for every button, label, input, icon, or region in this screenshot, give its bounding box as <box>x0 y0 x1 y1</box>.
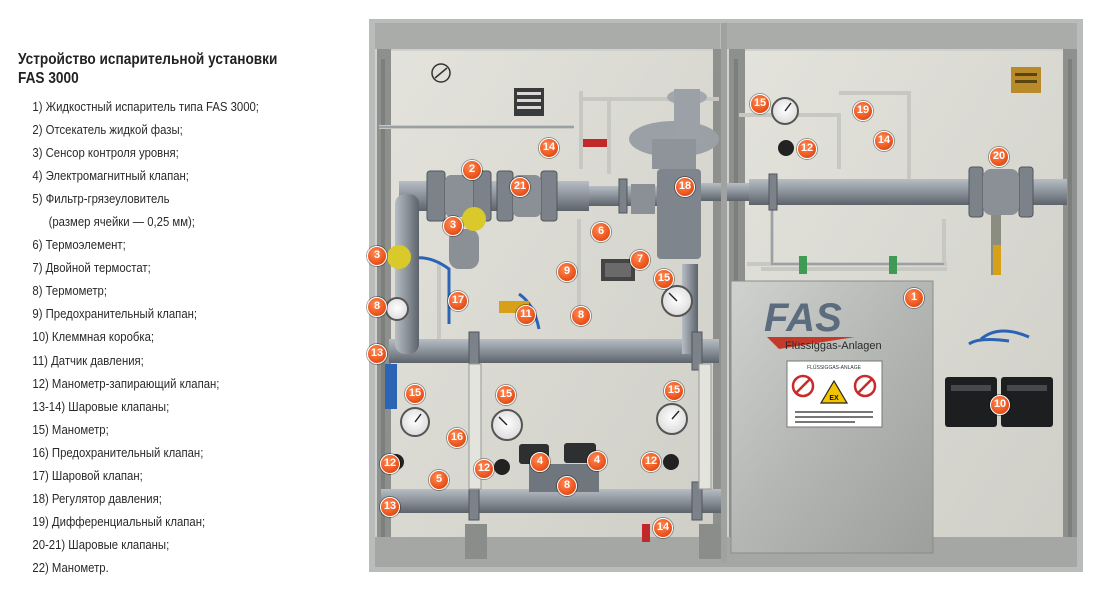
legend-item: 15) Манометр; <box>32 422 109 437</box>
callout-marker: 11 <box>516 305 536 325</box>
pipe-lower <box>381 489 721 513</box>
callout-marker: 4 <box>587 451 607 471</box>
callout-marker: 2 <box>462 160 482 180</box>
legend-item: 8) Термометр; <box>32 284 107 299</box>
terminal-box <box>945 377 997 427</box>
callout-marker: 13 <box>380 497 400 517</box>
callout-marker: 14 <box>874 131 894 151</box>
cabinet-drawing: FAS Flüssiggas-Anlagen FLÜSSIGGAS-ANLAGE… <box>369 19 1083 572</box>
legend-item: 20-21) Шаровые клапаны; <box>32 537 170 552</box>
callout-marker: 20 <box>989 147 1009 167</box>
callout-marker: 12 <box>380 454 400 474</box>
callout-marker: 1 <box>904 288 924 308</box>
callout-marker: 10 <box>990 395 1010 415</box>
callout-marker: 15 <box>664 381 684 401</box>
vaporizer-cabinet-photo: FAS Flüssiggas-Anlagen FLÜSSIGGAS-ANLAGE… <box>367 19 1083 572</box>
legend-title-line-1: Устройство испарительной установки <box>18 51 278 68</box>
callout-marker: 14 <box>653 518 673 538</box>
callout-marker: 8 <box>557 476 577 496</box>
fas-logo: FAS <box>764 296 842 340</box>
callout-marker: 12 <box>797 139 817 159</box>
callout-marker: 13 <box>367 344 387 364</box>
callout-marker: 15 <box>405 384 425 404</box>
legend-item: 17) Шаровой клапан; <box>32 468 143 483</box>
callout-marker: 7 <box>630 250 650 270</box>
callout-marker: 3 <box>367 246 387 266</box>
callout-marker: 15 <box>496 385 516 405</box>
legend-item: 5) Фильтр-грязеуловитель <box>32 192 170 207</box>
legend-item: (размер ячейки — 0,25 мм); <box>48 215 195 230</box>
legend: Устройство испарительной установки FAS 3… <box>18 50 358 580</box>
callout-marker: 4 <box>530 452 550 472</box>
legend-list: 1) Жидкостный испаритель типа FAS 3000; … <box>18 96 358 580</box>
pipe-middle <box>389 339 719 363</box>
legend-item: 6) Термоэлемент; <box>32 238 126 253</box>
callout-marker: 12 <box>474 459 494 479</box>
level-sensor <box>462 207 486 231</box>
legend-item: 1) Жидкостный испаритель типа FAS 3000; <box>32 100 259 114</box>
legend-title-line-2: FAS 3000 <box>18 70 79 87</box>
callout-marker: 3 <box>443 216 463 236</box>
callout-marker: 19 <box>853 101 873 121</box>
callout-marker: 5 <box>429 470 449 490</box>
callout-marker: 14 <box>539 138 559 158</box>
callout-marker: 8 <box>571 306 591 326</box>
legend-item: 3) Сенсор контроля уровня; <box>32 146 179 161</box>
callout-marker: 18 <box>675 177 695 197</box>
legend-item: 9) Предохранительный клапан; <box>32 307 198 322</box>
callout-marker: 15 <box>654 269 674 289</box>
legend-item: 18) Регулятор давления; <box>32 491 162 506</box>
legend-item: 2) Отсекатель жидкой фазы; <box>32 123 183 138</box>
legend-item: 10) Клеммная коробка; <box>32 330 155 345</box>
brand-text: Flüssiggas-Anlagen <box>785 340 882 352</box>
legend-item: 7) Двойной термостат; <box>32 261 151 276</box>
callout-marker: 17 <box>448 291 468 311</box>
callout-marker: 9 <box>557 262 577 282</box>
callout-marker: 8 <box>367 297 387 317</box>
callout-marker: 15 <box>750 94 770 114</box>
ex-label: EX <box>829 395 839 402</box>
legend-item: 4) Электромагнитный клапан; <box>32 169 189 184</box>
callout-marker: 12 <box>641 452 661 472</box>
legend-title: Устройство испарительной установки FAS 3… <box>18 50 317 88</box>
legend-item: 11) Датчик давления; <box>32 353 144 368</box>
legend-item: 22) Манометр. <box>32 560 109 575</box>
legend-item: 19) Дифференциальный клапан; <box>32 514 206 529</box>
callout-marker: 21 <box>510 177 530 197</box>
callout-marker: 16 <box>447 428 467 448</box>
legend-item: 12) Манометр-запирающий клапан; <box>32 376 220 391</box>
legend-item: 16) Предохранительный клапан; <box>32 445 204 460</box>
sign-header: FLÜSSIGGAS-ANLAGE <box>807 364 862 371</box>
callout-marker: 6 <box>591 222 611 242</box>
pipe-vertical-left <box>395 194 419 354</box>
gauges <box>385 97 799 441</box>
legend-item: 13-14) Шаровые клапаны; <box>32 399 170 414</box>
ex-hazard-icon <box>819 379 849 404</box>
